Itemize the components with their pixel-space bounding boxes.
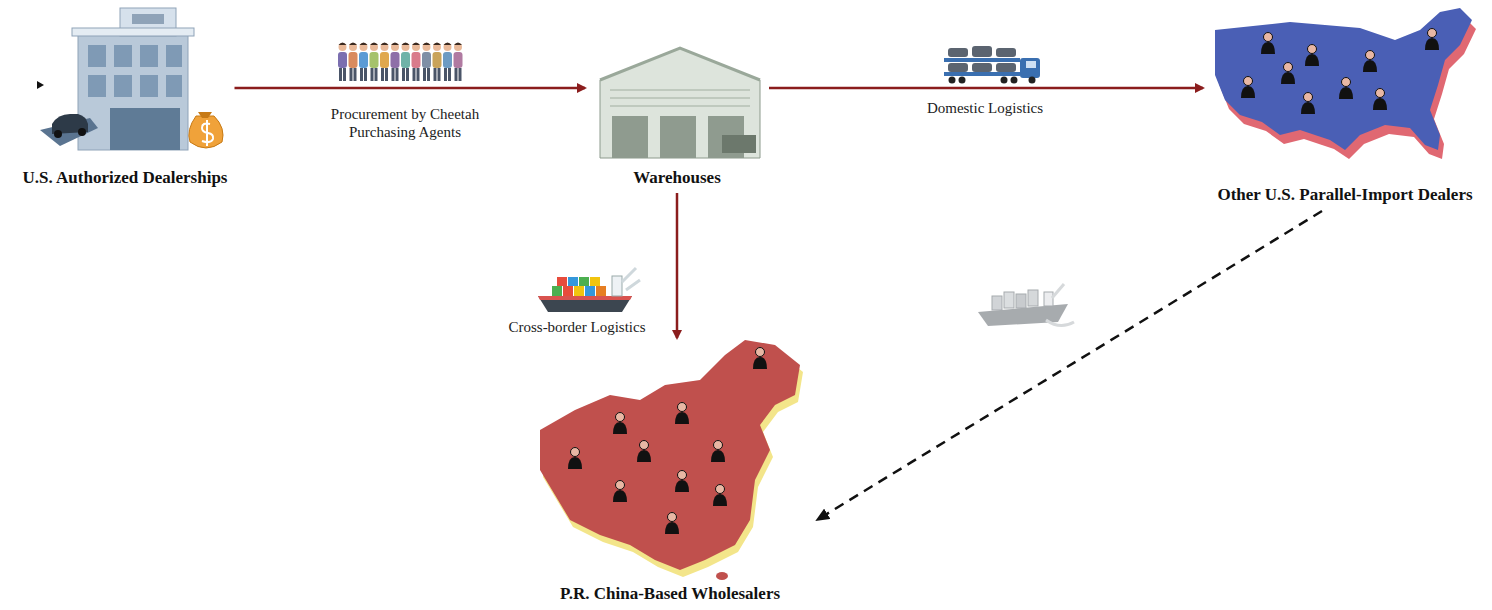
cargo-ship-icon — [538, 268, 640, 312]
warehouse-icon — [600, 48, 760, 158]
node-label: Other U.S. Parallel-Import Dealers — [1217, 185, 1472, 205]
dashed-arrow — [817, 211, 1322, 520]
china-map — [540, 340, 803, 580]
dealership-icon — [40, 8, 223, 150]
us-dealers-node: Other U.S. Parallel-Import Dealers — [1205, 5, 1485, 207]
flow-arrow — [769, 87, 1203, 90]
node-label: Warehouses — [633, 168, 721, 188]
edge-label: Procurement by Cheetah Purchasing Agents — [296, 105, 515, 141]
flow-arrow — [676, 193, 679, 338]
flow-arrow — [235, 87, 586, 90]
us-map — [1215, 8, 1476, 159]
china-wholesalers-node: P.R. China-Based Wholesalers — [525, 340, 815, 606]
node-label: U.S. Authorized Dealerships — [23, 168, 228, 188]
edge-label: Domestic Logistics — [925, 99, 1045, 117]
node-label: P.R. China-Based Wholesalers — [560, 584, 780, 604]
dealership-node: U.S. Authorized Dealerships — [18, 5, 233, 190]
edge-label: Cross-border Logistics — [506, 318, 647, 336]
grey-ship-icon — [978, 284, 1074, 326]
warehouse-node: Warehouses — [587, 40, 767, 190]
purchasing-agents-icon — [338, 43, 463, 82]
marker-triangle — [37, 81, 44, 89]
car-carrier-icon — [944, 46, 1040, 84]
